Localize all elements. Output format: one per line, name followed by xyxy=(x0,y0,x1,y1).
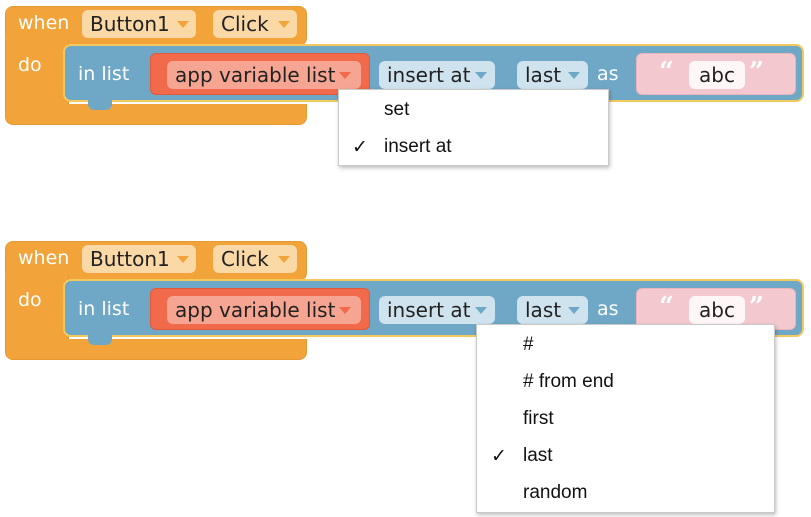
text-value[interactable]: abc xyxy=(689,296,745,324)
event-dropdown[interactable]: Click xyxy=(213,245,297,273)
position-dropdown[interactable]: last xyxy=(517,61,588,89)
event-block-footer xyxy=(5,104,307,125)
variable-dropdown[interactable]: app variable list xyxy=(167,61,361,89)
mode-label: insert at xyxy=(387,298,471,322)
component-dropdown[interactable]: Button1 xyxy=(82,245,196,273)
chevron-down-icon xyxy=(568,307,580,314)
menu-item-number[interactable]: # xyxy=(523,334,534,355)
event-dropdown[interactable]: Click xyxy=(213,10,297,38)
menu-item-insert-at[interactable]: ✓ insert at xyxy=(352,136,452,158)
mode-dropdown[interactable]: insert at xyxy=(379,296,495,324)
chevron-down-icon xyxy=(475,307,487,314)
position-label: last xyxy=(525,298,562,322)
close-quote-icon: ” xyxy=(749,57,764,87)
text-value[interactable]: abc xyxy=(689,61,745,89)
in-list-keyword: in list xyxy=(78,63,130,85)
in-list-keyword: in list xyxy=(78,298,130,320)
chevron-down-icon xyxy=(339,72,351,79)
checkmark-icon: ✓ xyxy=(491,445,507,467)
chevron-down-icon xyxy=(278,256,290,263)
variable-block[interactable]: app variable list xyxy=(150,288,370,330)
mode-label: insert at xyxy=(387,63,471,87)
do-keyword: do xyxy=(18,289,42,311)
mode-menu: set ✓ insert at xyxy=(338,89,609,166)
text-block[interactable]: “ abc ” xyxy=(636,53,796,95)
chevron-down-icon xyxy=(339,307,351,314)
menu-item-set[interactable]: set xyxy=(384,99,410,120)
mode-dropdown[interactable]: insert at xyxy=(379,61,495,89)
position-label: last xyxy=(525,63,562,87)
block-notch xyxy=(88,335,112,345)
event-block-body xyxy=(5,40,69,110)
menu-item-number-from-end[interactable]: # from end xyxy=(523,371,614,392)
when-keyword: when xyxy=(18,12,70,34)
menu-item-random[interactable]: random xyxy=(523,482,588,503)
position-dropdown[interactable]: last xyxy=(517,296,588,324)
component-label: Button1 xyxy=(90,12,170,36)
checkmark-icon: ✓ xyxy=(352,136,368,158)
position-menu: # # from end first ✓ last random xyxy=(476,324,775,513)
variable-dropdown[interactable]: app variable list xyxy=(167,296,361,324)
chevron-down-icon xyxy=(475,72,487,79)
menu-item-first[interactable]: first xyxy=(523,408,554,429)
event-label: Click xyxy=(221,247,269,271)
menu-item-last[interactable]: ✓ last xyxy=(491,445,553,467)
as-keyword: as xyxy=(597,298,619,320)
when-keyword: when xyxy=(18,247,70,269)
event-label: Click xyxy=(221,12,269,36)
event-block-footer xyxy=(5,339,307,360)
text-block[interactable]: “ abc ” xyxy=(636,288,796,330)
block-notch xyxy=(88,100,112,110)
chevron-down-icon xyxy=(177,21,189,28)
chevron-down-icon xyxy=(568,72,580,79)
as-keyword: as xyxy=(597,63,619,85)
open-quote-icon: “ xyxy=(659,292,674,322)
event-block-body xyxy=(5,275,69,345)
variable-block[interactable]: app variable list xyxy=(150,53,370,95)
component-dropdown[interactable]: Button1 xyxy=(82,10,196,38)
chevron-down-icon xyxy=(177,256,189,263)
variable-label: app variable list xyxy=(175,298,336,322)
chevron-down-icon xyxy=(278,21,290,28)
variable-label: app variable list xyxy=(175,63,336,87)
do-keyword: do xyxy=(18,54,42,76)
open-quote-icon: “ xyxy=(659,57,674,87)
close-quote-icon: ” xyxy=(749,292,764,322)
component-label: Button1 xyxy=(90,247,170,271)
